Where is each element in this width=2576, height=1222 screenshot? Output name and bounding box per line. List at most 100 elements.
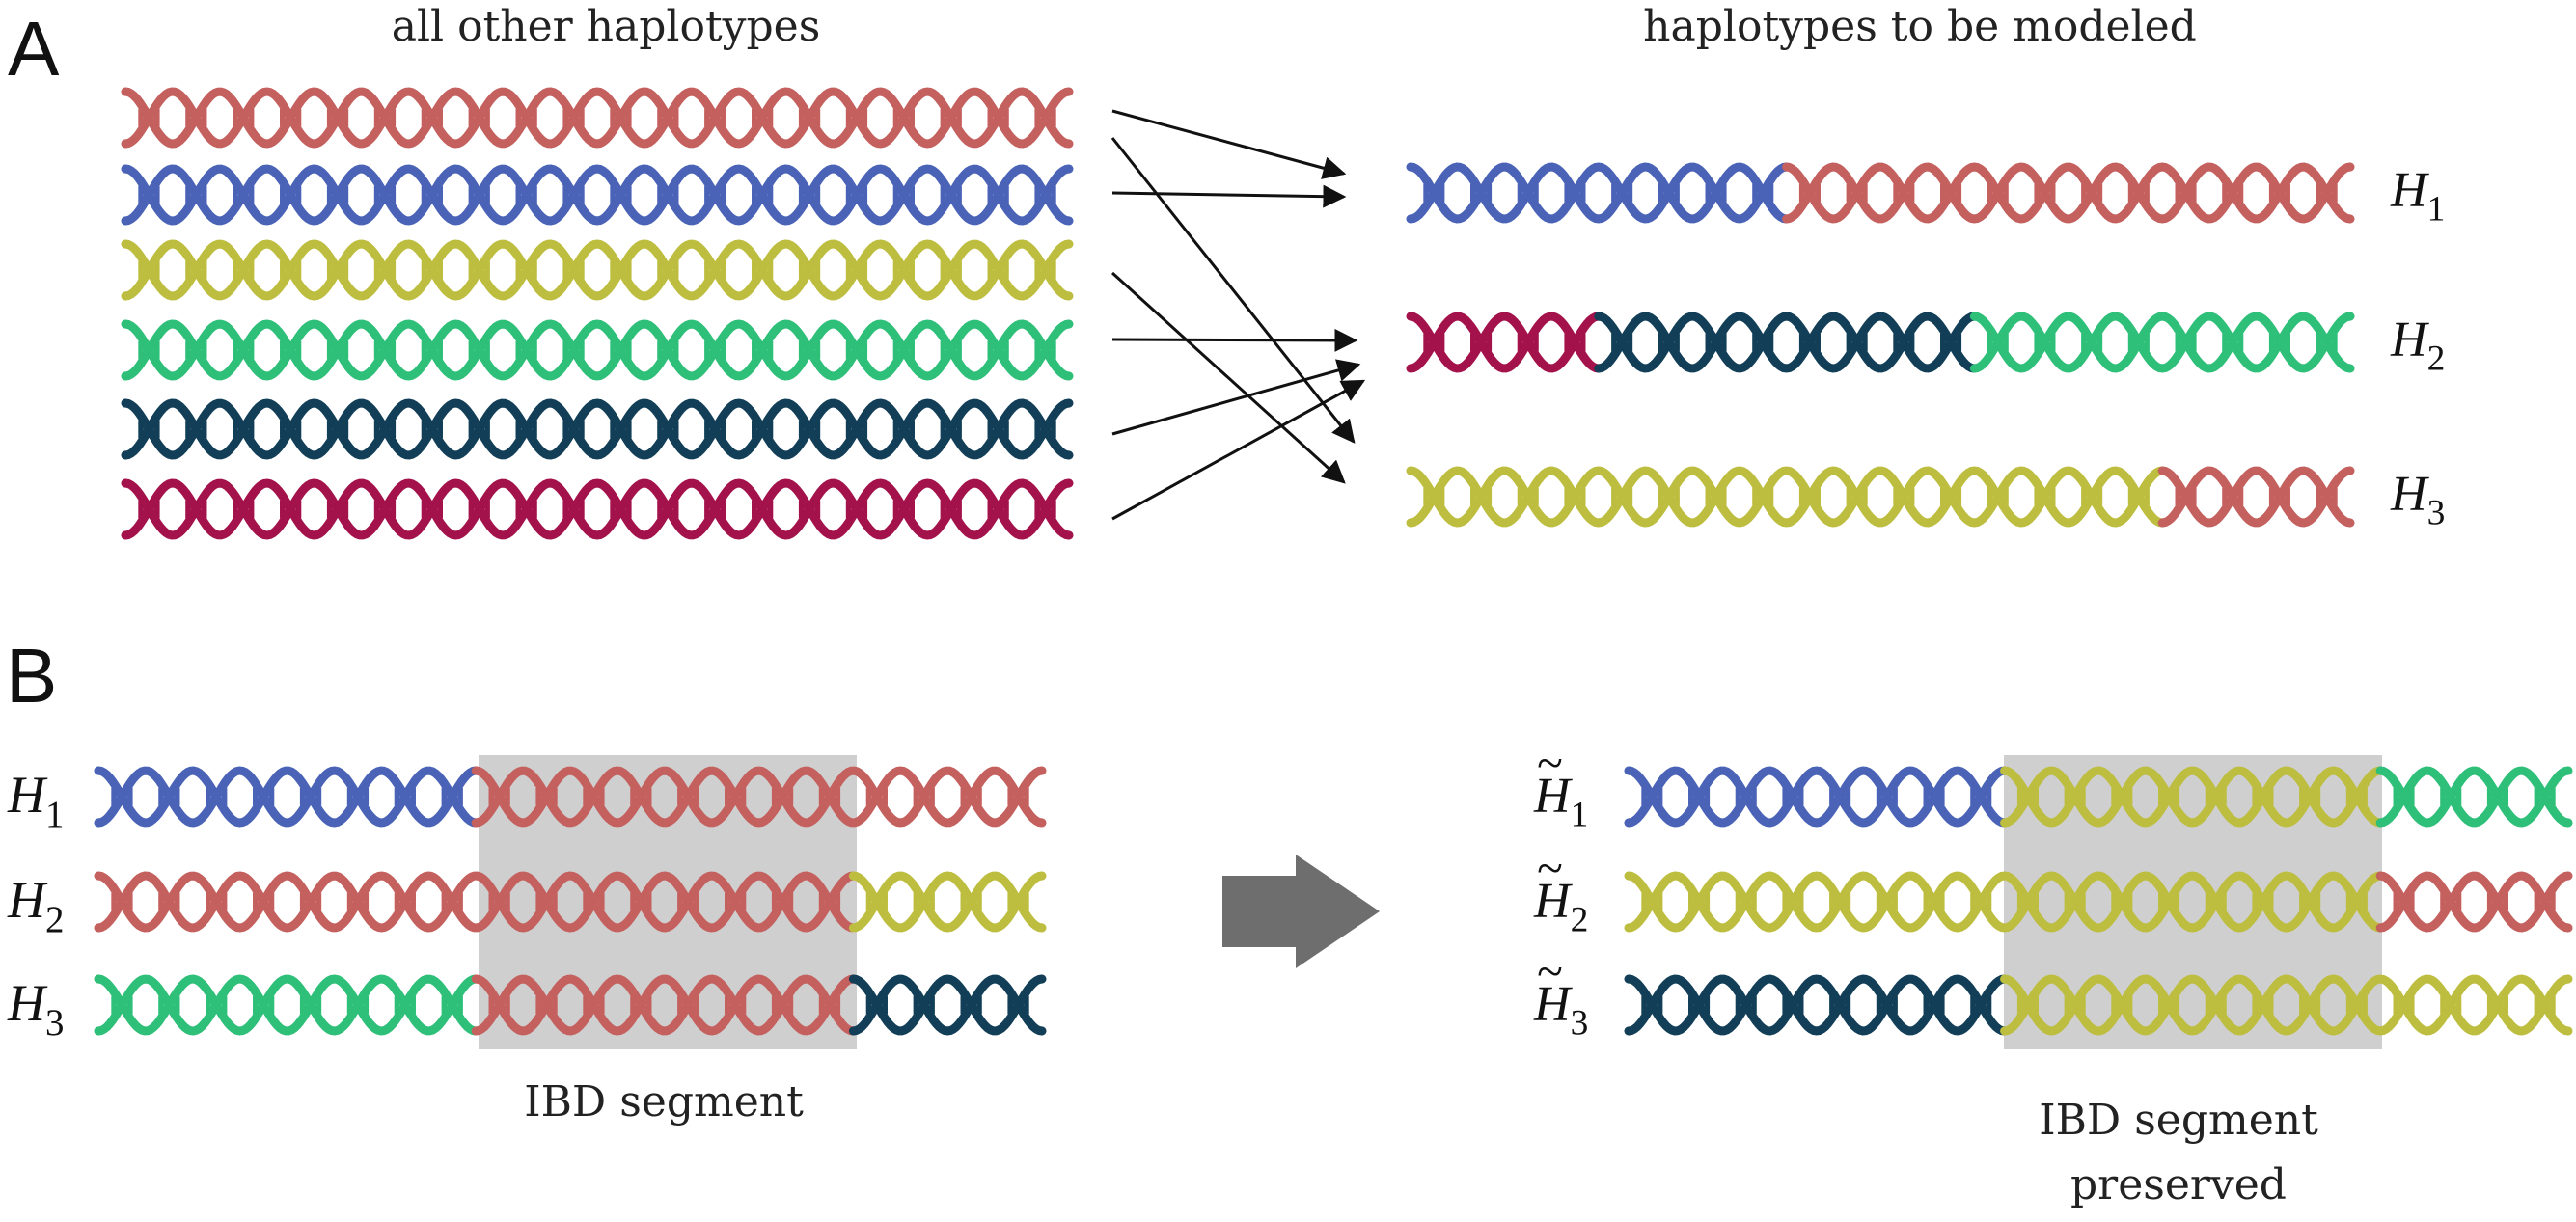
original-haplotype-1-seg-2-strand-b [471,766,1047,828]
source-haplotype-3-strand-b [121,239,1074,301]
copy-arrow-4 [1110,271,1346,484]
original-haplotype-3-seg-3-strand-b [848,974,1047,1036]
original-haplotype-1-seg-1-strand-a [94,766,480,828]
source-haplotype-4-strand-b [121,319,1074,381]
preserved-haplotype-2-seg-2 [2375,871,2573,933]
preserved-haplotype-1-seg-2 [2000,766,2385,828]
preserved-haplotype-1-seg-1-rungs [1641,787,1992,806]
preserved-haplotype-1-seg-1 [1624,766,2010,828]
original-haplotype-2-seg-2-strand-a [848,871,1047,933]
source-haplotype-3-strand-a [121,239,1074,301]
modeled-haplotype-tilde-labels: H1~H2~H3~ [1533,737,1588,1044]
preserved-haplotype-2-seg-1-strand-a [1624,871,2385,933]
preserved-haplotype-2-seg-2-rungs [2393,892,2556,911]
source-haplotype-5-strand-a [121,398,1074,460]
source-haplotype-1 [121,87,1074,149]
copy-arrow-5 [1111,328,1358,352]
source-haplotype-6 [121,478,1074,540]
original-haplotype-3-seg-3-rungs [865,995,1029,1015]
original-haplotype-label-2: H2 [7,871,64,940]
preserved-haplotype-1-seg-2-rungs [2016,787,2368,806]
original-haplotype-3-seg-1-strand-a [94,974,480,1036]
original-haplotype-3-seg-2-rungs [488,995,841,1015]
preserved-haplotype-2-seg-1-rungs [1641,892,2368,911]
source-haplotypes [121,87,1074,540]
original-haplotype-2-seg-2 [848,871,1047,933]
modeled-haplotypes-preserved [1624,766,2573,1036]
preserved-haplotype-label-2-tilde: ~ [1537,842,1563,895]
modeled-haplotype-2-seg-3-rungs [1987,333,2338,352]
source-haplotype-6-strand-a [121,478,1074,540]
modeled-haplotype-3-seg-2 [2157,466,2355,528]
original-haplotype-2-seg-1 [94,871,858,933]
modeled-haplotype-2-seg-3-strand-b [1969,312,2355,373]
modeled-haplotype-3-seg-1 [1406,466,2167,528]
preserved-haplotype-3-seg-2-rungs [2016,995,2556,1015]
preserved-haplotype-1-seg-3 [2375,766,2573,828]
source-haplotype-5 [121,398,1074,460]
ibd-shade-right [2004,755,2382,1049]
preserved-haplotype-label-3-tilde: ~ [1537,945,1563,998]
preserved-haplotype-2-seg-1-strand-b [1624,871,2385,933]
modeled-haplotype-1-seg-1-strand-a [1406,162,1792,224]
original-haplotype-2-seg-1-strand-a [94,871,858,933]
preserved-haplotype-3-seg-1-strand-a [1624,974,2010,1036]
modeled-haplotype-2-seg-1 [1406,312,1603,373]
original-haplotype-1-seg-1 [94,766,480,828]
original-haplotype-3-seg-3-strand-a [848,974,1047,1036]
modeled-haplotype-2-seg-2-strand-a [1594,312,1979,373]
copy-arrows [1110,109,1366,521]
preserved-haplotype-1-seg-1-strand-a [1624,766,2010,828]
modeled-haplotype-1-seg-2 [1782,162,2355,224]
modeled-haplotype-2-seg-2-rungs [1611,333,1962,352]
ibd-caption-right-line2: preserved [2070,1160,2287,1209]
ibd-caption-left: IBD segment [524,1077,804,1127]
preserved-haplotype-3-seg-2 [2000,974,2573,1036]
original-haplotype-3-seg-2-strand-b [471,974,858,1036]
modeled-haplotype-3-seg-2-strand-b [2157,466,2355,528]
modeled-haplotype-3-seg-1-rungs [1423,487,2150,506]
original-haplotype-label-1: H1 [7,766,64,835]
source-haplotype-4-strand-a [121,319,1074,381]
modeled-haplotype-1-seg-2-strand-b [1782,162,2355,224]
preserved-haplotype-2-seg-1 [1624,871,2385,933]
source-haplotype-1-strand-a [121,87,1074,149]
preserved-haplotype-1-seg-1-strand-b [1624,766,2010,828]
panel-b-letter: B [6,633,57,719]
original-haplotype-1-seg-2 [471,766,1047,828]
modeled-haplotype-2-seg-3-strand-a [1969,312,2355,373]
preserved-haplotype-3-seg-2-strand-a [2000,974,2573,1036]
modeled-haplotype-3-seg-2-rungs [2175,487,2338,506]
source-haplotype-5-rungs [138,420,1056,439]
modeled-haplotype-label-2: H2 [2390,312,2445,379]
modeled-haplotype-1-seg-1 [1406,162,1792,224]
source-haplotype-4 [121,319,1074,381]
preserved-haplotype-3-seg-2-strand-b [2000,974,2573,1036]
copy-arrow-7 [1111,379,1366,521]
modeled-haplotype-2-seg-1-rungs [1423,333,1586,352]
panel-a-letter: A [8,6,60,92]
original-haplotypes [94,766,1047,1036]
preserved-haplotype-3-seg-1 [1624,974,2010,1036]
modeled-haplotype-2-seg-3 [1969,312,2355,373]
source-haplotype-6-strand-b [121,478,1074,540]
original-haplotype-3-seg-1 [94,974,480,1036]
modeled-haplotype-1-seg-1-rungs [1423,183,1774,203]
modeled-haplotype-label-1: H1 [2390,163,2445,230]
source-haplotype-5-strand-b [121,398,1074,460]
original-haplotype-3-seg-1-strand-b [94,974,480,1036]
preserved-haplotype-label-1-tilde: ~ [1537,737,1563,790]
modeled-haplotype-2-seg-2-strand-b [1594,312,1979,373]
original-haplotype-2-seg-1-strand-b [94,871,858,933]
preserved-haplotype-3-seg-1-strand-b [1624,974,2010,1036]
source-haplotype-2-strand-b [121,164,1074,226]
source-haplotype-3 [121,239,1074,301]
copy-arrow-2 [1111,184,1347,208]
modeled-haplotype-3-seg-1-strand-b [1406,466,2167,528]
original-haplotype-1-seg-1-rungs [111,787,463,806]
source-haplotype-2-rungs [138,185,1056,204]
preserved-haplotype-1-seg-2-strand-b [2000,766,2385,828]
transform-arrow-icon [1222,855,1380,968]
modeled-haplotype-3-seg-2-strand-a [2157,466,2355,528]
